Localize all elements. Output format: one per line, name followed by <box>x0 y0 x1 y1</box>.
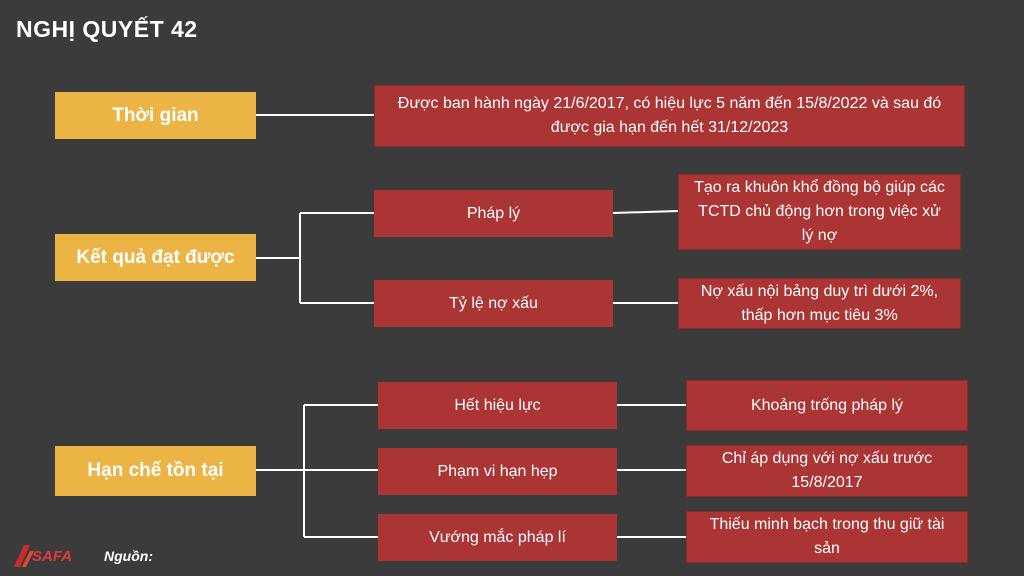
category-label: Thời gian <box>112 104 199 126</box>
category-han-che-ton-tai: Hạn chế tồn tại <box>55 446 256 496</box>
node-label: Pháp lý <box>466 204 521 222</box>
node-label: Phạm vi hạn hẹp <box>437 462 558 480</box>
node-label: Vướng mắc pháp lí <box>429 528 566 546</box>
category-label: Hạn chế tồn tại <box>87 460 224 481</box>
detail-ty-le-no-xau: Nợ xấu nội bảng duy trì dưới 2%, thấp hơ… <box>678 278 961 329</box>
node-label: Hết hiệu lực <box>454 396 541 414</box>
node-vuong-mac-phap-li: Vướng mắc pháp lí <box>378 514 617 561</box>
source-label: Nguồn: <box>104 548 153 564</box>
node-pham-vi-han-hep: Phạm vi hạn hẹp <box>378 448 617 495</box>
node-ty-le-no-xau: Tỷ lệ nợ xấu <box>374 280 613 327</box>
category-thoi-gian: Thời gian <box>55 92 256 139</box>
detail-text: Thiếu minh bạch trong thu giữ tài sản <box>709 516 945 557</box>
detail-text: Khoảng trống pháp lý <box>750 396 904 414</box>
detail-text: Nợ xấu nội bảng duy trì dưới 2%, thấp hơ… <box>700 282 939 324</box>
detail-text: Chỉ áp dụng với nợ xấu trước 15/8/2017 <box>721 450 933 491</box>
node-label: Tỷ lệ nợ xấu <box>449 294 538 312</box>
safa-logo: SAFA <box>14 545 72 567</box>
detail-text: Tạo ra khuôn khổ đồng bộ giúp các TCTD c… <box>694 179 945 244</box>
detail-het-hieu-luc: Khoảng trống pháp lý <box>686 380 968 431</box>
logo-text: SAFA <box>32 548 72 565</box>
detail-vuong-mac-phap-li: Thiếu minh bạch trong thu giữ tài sản <box>686 511 968 563</box>
detail-pham-vi-han-hep: Chỉ áp dụng với nợ xấu trước 15/8/2017 <box>686 445 968 497</box>
detail-phap-ly: Tạo ra khuôn khổ đồng bộ giúp các TCTD c… <box>678 174 961 250</box>
detail-text: Được ban hành ngày 21/6/2017, có hiệu lự… <box>397 95 942 136</box>
detail-thoi-gian: Được ban hành ngày 21/6/2017, có hiệu lự… <box>374 85 965 147</box>
node-phap-ly: Pháp lý <box>374 190 613 237</box>
page-title: NGHỊ QUYẾT 42 <box>16 16 198 42</box>
category-ket-qua-dat-duoc: Kết quả đạt được <box>55 234 256 281</box>
connector-phap-ly-detail <box>612 210 679 214</box>
category-label: Kết quả đạt được <box>76 246 235 268</box>
node-het-hieu-luc: Hết hiệu lực <box>378 382 617 429</box>
